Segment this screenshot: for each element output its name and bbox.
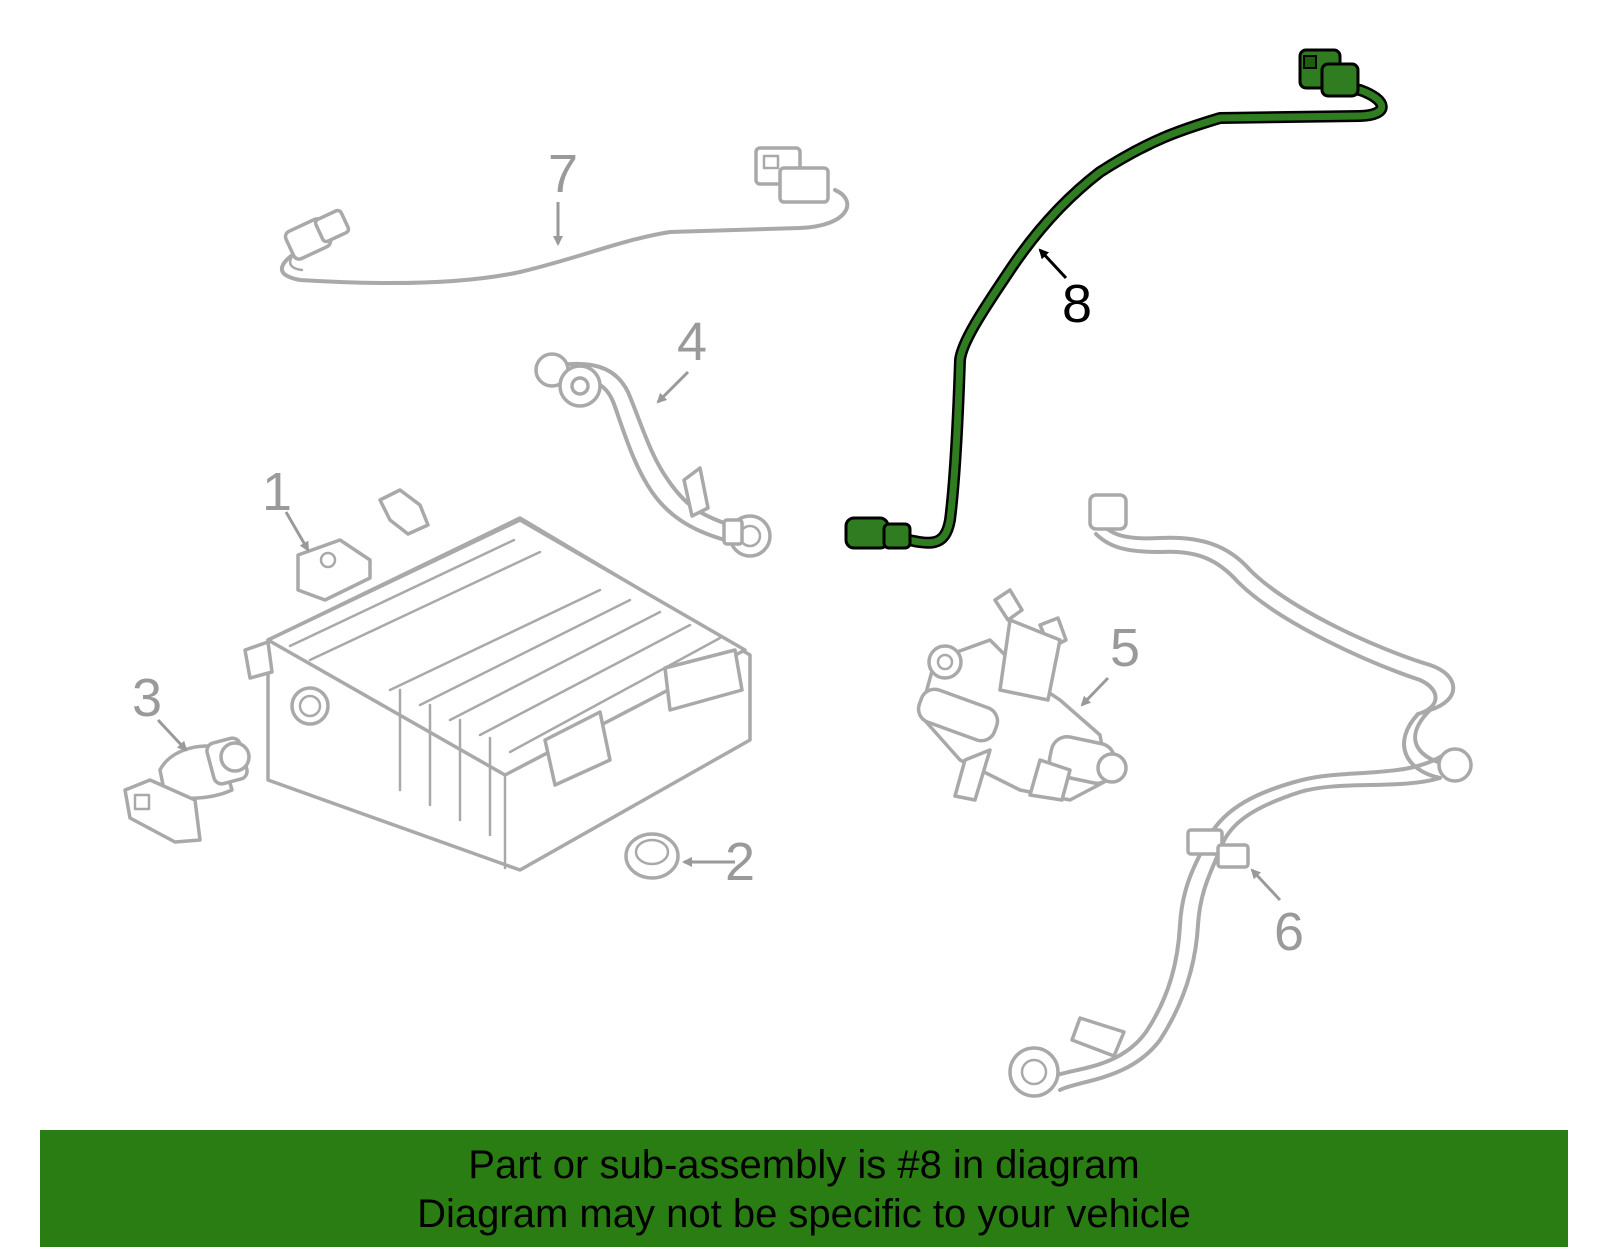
part-2-grommet [624, 832, 680, 880]
part-4-hose [534, 352, 772, 558]
part-3-valve [123, 736, 251, 844]
part-6-vapor-line [1008, 493, 1473, 1098]
part-8-vapor-tube-highlighted[interactable] [844, 48, 1388, 550]
callout-6: 6 [1274, 902, 1304, 962]
leader-arrows [156, 202, 1282, 902]
banner-line-1: Part or sub-assembly is #8 in diagram [468, 1143, 1140, 1187]
part-1-vapor-canister [243, 488, 752, 872]
parts-diagram: 1 2 3 4 5 6 7 8 [123, 48, 1473, 1098]
callout-7: 7 [548, 144, 578, 204]
callout-8: 8 [1062, 274, 1092, 334]
callout-5: 5 [1110, 618, 1140, 678]
part-5-purge-valve [916, 588, 1128, 802]
callout-4: 4 [677, 312, 707, 372]
callout-3: 3 [132, 668, 162, 728]
callout-2: 2 [725, 832, 755, 892]
info-banner: Part or sub-assembly is #8 in diagram Di… [40, 1130, 1568, 1247]
banner-line-2: Diagram may not be specific to your vehi… [417, 1192, 1191, 1236]
part-7-sensor-harness [279, 146, 850, 286]
callout-labels: 1 2 3 4 5 6 7 8 [132, 144, 1304, 962]
callout-1: 1 [262, 462, 292, 522]
